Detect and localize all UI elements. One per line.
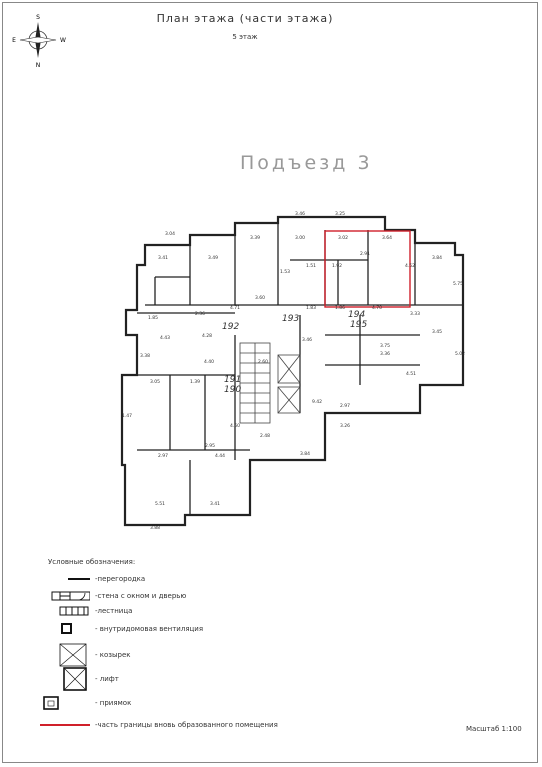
dimension-label: 4.52 [405, 263, 415, 269]
dimension-label: 1.85 [148, 315, 158, 321]
legend-label: -стена с окном и дверью [95, 592, 187, 600]
dimension-label: 3.25 [335, 211, 345, 217]
dimension-label: 3.49 [208, 255, 218, 261]
dimension-label: 3.39 [250, 235, 260, 241]
dimension-label: 3.46 [295, 211, 305, 217]
dimension-label: 3.00 [295, 235, 305, 241]
dimension-label: 3.36 [380, 351, 390, 357]
legend-label: - приямок [95, 699, 132, 707]
legend-label: - лифт [95, 675, 119, 683]
new-room-boundary [324, 230, 411, 308]
dimension-label: 3.45 [432, 329, 442, 335]
lift-symbol-icon [63, 667, 87, 691]
dimension-label: 4.44 [215, 453, 225, 459]
dimension-label: 1.86 [335, 305, 345, 311]
wall-window-door-symbol-icon [51, 591, 90, 601]
legend-item-lift: - лифт [40, 666, 300, 692]
dimension-label: 4.70 [372, 305, 382, 311]
room-number-193: 193 [282, 314, 299, 324]
dimension-label: 3.84 [432, 255, 442, 261]
compass-n-label: N [36, 62, 41, 69]
room-number-190: 190 [224, 385, 241, 395]
pit-symbol-icon [43, 696, 59, 710]
dimension-label: 1.39 [190, 379, 200, 385]
dimension-label: 3.05 [150, 379, 160, 385]
dimension-label: 2.48 [260, 433, 270, 439]
dimension-label: 4.60 [230, 423, 240, 429]
stair-symbol-icon [59, 606, 89, 616]
legend-label: -лестница [95, 607, 133, 615]
dimension-label: 3.84 [300, 451, 310, 457]
dimension-label: 2.60 [258, 359, 268, 365]
dimension-label: 4.51 [406, 371, 416, 377]
legend-label: - козырек [95, 651, 131, 659]
dimension-label: 2.97 [158, 453, 168, 459]
dimension-label: 3.04 [165, 231, 175, 237]
dimension-label: 4.40 [204, 359, 214, 365]
dimension-label: 3.88 [150, 525, 160, 531]
dimension-label: 3.26 [340, 423, 350, 429]
scale-label: Масштаб 1:100 [466, 725, 522, 733]
legend-item-partition: -перегородка [40, 570, 300, 588]
legend-item-canopy: - козырек [40, 642, 300, 668]
legend-label: -часть границы вновь образованного помещ… [95, 721, 278, 729]
legend-title: Условные обозначения: [48, 558, 136, 566]
floor-plan: 192 193 194 195 191 190 3.46 3.25 3.04 3… [120, 211, 465, 531]
dimension-label: 3.02 [338, 235, 348, 241]
canopy-symbol-icon [59, 643, 87, 667]
dimension-label: 5.51 [155, 501, 165, 507]
dimension-label: 3.38 [140, 353, 150, 359]
boundary-symbol-icon [40, 724, 90, 726]
room-number-192: 192 [222, 322, 239, 332]
dimension-label: 2.97 [340, 403, 350, 409]
dimension-label: 2.36 [195, 311, 205, 317]
legend-item-stair: -лестница [40, 602, 300, 620]
compass-s-label: S [36, 14, 40, 21]
dimension-label: 3.64 [382, 235, 392, 241]
compass-e-label: E [12, 37, 16, 44]
legend-item-pit: - приямок [40, 694, 300, 712]
dimension-label: 4.71 [230, 305, 240, 311]
entrance-label: Подъезд 3 [240, 152, 373, 174]
dimension-label: 9.42 [312, 399, 322, 405]
partition-symbol-icon [68, 578, 90, 580]
dimension-label: 1.47 [122, 413, 132, 419]
dimension-label: 4.43 [160, 335, 170, 341]
compass-rose-icon: S N E W [12, 14, 66, 69]
dimension-label: 3.33 [410, 311, 420, 317]
outer-wall [120, 215, 465, 527]
dimension-label: 1.53 [280, 269, 290, 275]
dimension-label: 2.91 [360, 251, 370, 257]
dimension-label: 3.75 [380, 343, 390, 349]
page-title: План этажа (части этажа) [156, 12, 334, 25]
floor-label: 5 этаж [232, 33, 258, 41]
compass-w-label: W [60, 37, 66, 44]
legend-item-boundary: -часть границы вновь образованного помещ… [40, 716, 300, 734]
dimension-label: 2.95 [205, 443, 215, 449]
room-number-191: 191 [224, 375, 241, 385]
dimension-label: 4.28 [202, 333, 212, 339]
dimension-label: 5.02 [455, 351, 465, 357]
ventilation-symbol-icon [61, 623, 72, 634]
room-number-195: 195 [350, 320, 367, 330]
legend-item-vent: - внутридомовая вентиляция [40, 620, 300, 638]
legend-label: - внутридомовая вентиляция [95, 625, 204, 633]
room-number-194: 194 [348, 310, 365, 320]
legend-label: -перегородка [95, 575, 146, 583]
legend-item-wall: -стена с окном и дверью [40, 587, 300, 605]
dimension-label: 5.75 [453, 281, 463, 287]
dimension-label: 3.41 [158, 255, 168, 261]
dimension-label: 1.92 [332, 263, 342, 269]
dimension-label: 1.51 [306, 263, 316, 269]
dimension-label: 1.83 [306, 305, 316, 311]
dimension-label: 3.46 [302, 337, 312, 343]
dimension-label: 3.60 [255, 295, 265, 301]
dimension-label: 3.41 [210, 501, 220, 507]
